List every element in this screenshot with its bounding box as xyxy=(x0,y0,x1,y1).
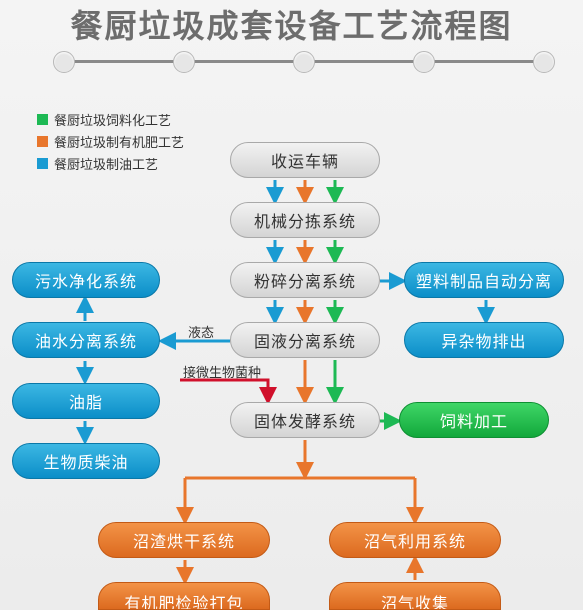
title-dot xyxy=(413,51,435,73)
node-feed: 饲料加工 xyxy=(399,402,549,438)
node-biogas-collect: 沼气收集 xyxy=(329,582,501,610)
node-biogas-use: 沼气利用系统 xyxy=(329,522,501,558)
title-dot xyxy=(533,51,555,73)
node-biodiesel: 生物质柴油 xyxy=(12,443,160,479)
title-dot xyxy=(293,51,315,73)
legend-item-fertilizer: 餐厨垃圾制有机肥工艺 xyxy=(37,130,184,152)
node-impurity: 异杂物排出 xyxy=(404,322,564,358)
node-residue-drying: 沼渣烘干系统 xyxy=(98,522,270,558)
node-collection: 收运车辆 xyxy=(230,142,380,178)
node-oil-water: 油水分离系统 xyxy=(12,322,160,358)
node-organic-fertilizer: 有机肥检验打包 xyxy=(98,582,270,610)
node-fermentation: 固体发酵系统 xyxy=(230,402,380,438)
node-grease: 油脂 xyxy=(12,383,160,419)
legend-label: 餐厨垃圾饲料化工艺 xyxy=(54,113,172,129)
legend-swatch xyxy=(37,135,48,147)
legend-label: 餐厨垃圾制有机肥工艺 xyxy=(54,135,185,151)
node-sorting: 机械分拣系统 xyxy=(230,202,380,238)
liquid-label: 液态 xyxy=(188,326,215,341)
title-dot xyxy=(173,51,195,73)
legend-item-feed: 餐厨垃圾饲料化工艺 xyxy=(37,108,184,130)
legend-item-oil: 餐厨垃圾制油工艺 xyxy=(37,152,184,174)
title-dot xyxy=(53,51,75,73)
inoculate-label: 接微生物菌种 xyxy=(183,366,262,381)
page-title: 餐厨垃圾成套设备工艺流程图 xyxy=(70,7,513,45)
legend-swatch xyxy=(37,157,48,169)
legend-label: 餐厨垃圾制油工艺 xyxy=(54,157,159,173)
node-sewage: 污水净化系统 xyxy=(12,262,160,298)
node-plastic: 塑料制品自动分离 xyxy=(404,262,564,298)
node-solid-liquid: 固液分离系统 xyxy=(230,322,380,358)
node-crushing: 粉碎分离系统 xyxy=(230,262,380,298)
legend-swatch xyxy=(37,113,48,125)
arrow-red xyxy=(180,378,277,405)
legend: 餐厨垃圾饲料化工艺 餐厨垃圾制有机肥工艺 餐厨垃圾制油工艺 xyxy=(37,108,184,174)
